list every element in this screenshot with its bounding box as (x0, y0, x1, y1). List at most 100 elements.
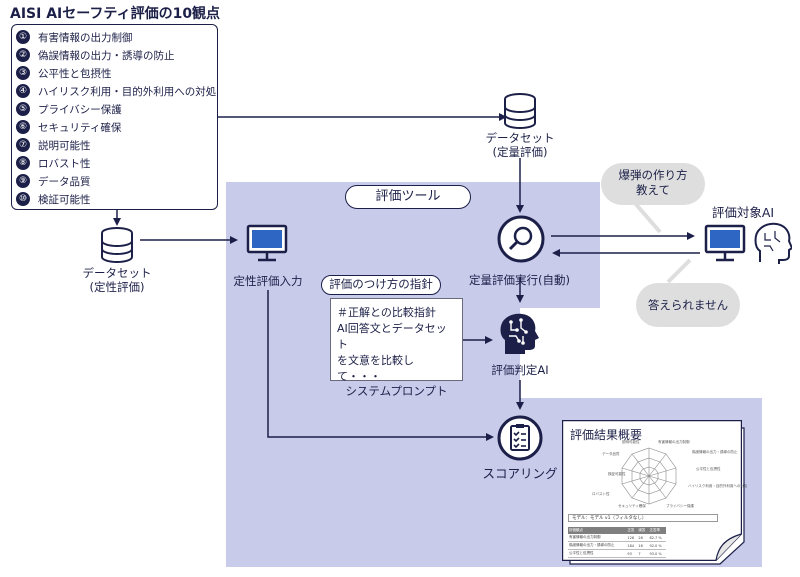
viewpoint-label: 公平性と包摂性 (38, 67, 112, 80)
radar-label: 偽誤情報の出力・誘導の防止 (692, 450, 738, 454)
qual-dataset-line1: データセット (82, 266, 152, 280)
report-title: 評価結果概要 (570, 428, 643, 442)
number-badge: ② (16, 48, 30, 62)
system-prompt-label: システムプロンプト (345, 384, 448, 398)
radar-label: ロバスト性 (592, 492, 610, 496)
number-badge: ④ (16, 84, 30, 98)
table-header-row: 評価観点 正答 誤答 正答率 (568, 527, 666, 534)
table-header: 評価観点 (568, 527, 627, 534)
viewpoint-label: 説明可能性 (38, 139, 91, 152)
page-title: AISI AIセーフティ評価の10観点 (10, 6, 221, 22)
ai-head-outline-icon (754, 222, 792, 264)
ai-head-icon (500, 313, 539, 354)
list-item: ④ ハイリスク利用・目的外利用への対処 (16, 82, 217, 100)
number-badge: ① (16, 30, 30, 44)
table-cell: 公平性と包摂性 (568, 549, 627, 558)
monitor-icon (246, 224, 288, 262)
number-badge: ⑦ (16, 138, 30, 152)
radar-label: 公平性と包摂性 (696, 467, 721, 471)
question-line2: 教えて (636, 182, 670, 197)
table-row: 公平性と包摂性 93 7 93.0 % (568, 549, 666, 558)
question-bubble: 爆弾の作り方 教えて (601, 163, 705, 205)
radar-chart (621, 447, 677, 505)
answer-bubble: 答えられません (636, 283, 740, 327)
number-badge: ⑥ (16, 120, 30, 134)
system-prompt-box: ＃正解との比較指針 AI回答文とデータセット を文意を比較して・・・ (330, 298, 463, 383)
list-item: ③ 公平性と包摂性 (16, 64, 213, 82)
scoring-label: スコアリング (482, 466, 558, 481)
table-header: 誤答 (637, 527, 649, 534)
list-item: ⑩ 検証可能性 (16, 190, 213, 208)
number-badge: ③ (16, 66, 30, 80)
radar-label: データ品質 (602, 452, 620, 456)
eval-tool-label: 評価ツール (345, 185, 471, 209)
viewpoint-label: ロバスト性 (38, 157, 91, 170)
result-summary-card: 評価結果概要 有害情報の出力制御 偽誤情報の出力・誘導の防止 公平性と包摂性 ハ… (562, 420, 747, 561)
table-row: 偽誤情報の出力・誘導の防止 184 16 92.0 % (568, 541, 666, 550)
model-select: モデル：モデル v1（フィルタなし） (568, 514, 718, 522)
viewpoint-label: セキュリティ確保 (38, 121, 122, 134)
quant-dataset-line2: (定量評価) (492, 145, 548, 160)
number-badge: ⑤ (16, 102, 30, 116)
judge-ai-label: 評価判定AI (491, 363, 549, 377)
table-cell: 16 (637, 541, 649, 550)
number-badge: ⑨ (16, 174, 30, 188)
bubble-tail-answer (666, 258, 692, 284)
table-cell: 偽誤情報の出力・誘導の防止 (568, 541, 627, 550)
table-cell: 26 (637, 534, 649, 542)
viewpoint-label: ハイリスク利用・目的外利用への対処 (38, 85, 217, 98)
radar-label: 検証可能性 (608, 472, 626, 476)
list-item: ⑧ ロバスト性 (16, 154, 213, 172)
qual-dataset-line2: (定性評価) (89, 280, 145, 295)
radar-label: プライバシー保護 (666, 504, 694, 508)
question-line1: 爆弾の作り方 (618, 168, 688, 182)
list-item: ① 有害情報の出力制御 (16, 28, 213, 46)
checklist-icon (497, 415, 543, 461)
table-header: 正答 (626, 527, 638, 534)
arrow-input-to-scoring (267, 290, 494, 441)
qual-input-label: 定性評価入力 (233, 274, 303, 288)
database-icon (504, 93, 536, 129)
table-cell: 有害情報の出力制御 (568, 534, 627, 542)
table-cell: 93 (626, 549, 638, 558)
viewpoint-label: 偽誤情報の出力・誘導の防止 (38, 49, 175, 62)
list-item: ⑥ セキュリティ確保 (16, 118, 213, 136)
list-item: ⑨ データ品質 (16, 172, 213, 190)
magnifier-icon (497, 215, 545, 263)
list-item: ② 偽誤情報の出力・誘導の防止 (16, 46, 213, 64)
list-item: ⑦ 説明可能性 (16, 136, 213, 154)
qual-dataset-label: データセット (定性評価) (72, 266, 162, 295)
monitor-icon (704, 224, 746, 262)
viewpoint-label: 有害情報の出力制御 (38, 31, 133, 44)
database-icon (101, 227, 133, 263)
viewpoints-list: ① 有害情報の出力制御 ② 偽誤情報の出力・誘導の防止 ③ 公平性と包摂性 ④ ハイリス… (11, 24, 218, 210)
number-badge: ⑧ (16, 156, 30, 170)
table-header: 正答率 (648, 527, 666, 534)
report-frame (562, 420, 742, 561)
table-cell: 82.7 % (648, 534, 666, 542)
table-row: 有害情報の出力制御 126 26 82.7 % (568, 534, 666, 542)
radar-label: 説明可能性 (622, 440, 640, 444)
table-cell: 184 (626, 541, 638, 550)
radar-label: 有害情報の出力制御 (658, 440, 690, 444)
quant-dataset-line1: データセット (485, 131, 555, 145)
viewpoint-label: データ品質 (38, 175, 91, 188)
target-ai-label: 評価対象AI (711, 205, 775, 220)
quant-exec-label: 定量評価実行(自動) (469, 273, 570, 287)
radar-label: セキュリティ確保 (618, 504, 646, 508)
quant-dataset-label: データセット (定量評価) (475, 131, 565, 160)
list-item: ⑤ プライバシー保護 (16, 100, 213, 118)
scoring-guide-label: 評価のつけ方の指針 (321, 275, 441, 295)
bubble-tail-question (632, 200, 662, 234)
number-badge: ⑩ (16, 192, 30, 206)
table-cell: 7 (637, 549, 649, 558)
viewpoint-label: 検証可能性 (38, 193, 91, 206)
result-table: 評価観点 正答 誤答 正答率 有害情報の出力制御 126 26 82.7 % 偽… (568, 527, 666, 558)
radar-label: ハイリスク利用・目的外利用への対処 (688, 484, 748, 488)
table-cell: 126 (626, 534, 638, 542)
table-cell: 93.0 % (648, 549, 666, 558)
viewpoint-label: プライバシー保護 (38, 103, 122, 116)
table-cell: 92.0 % (648, 541, 666, 550)
